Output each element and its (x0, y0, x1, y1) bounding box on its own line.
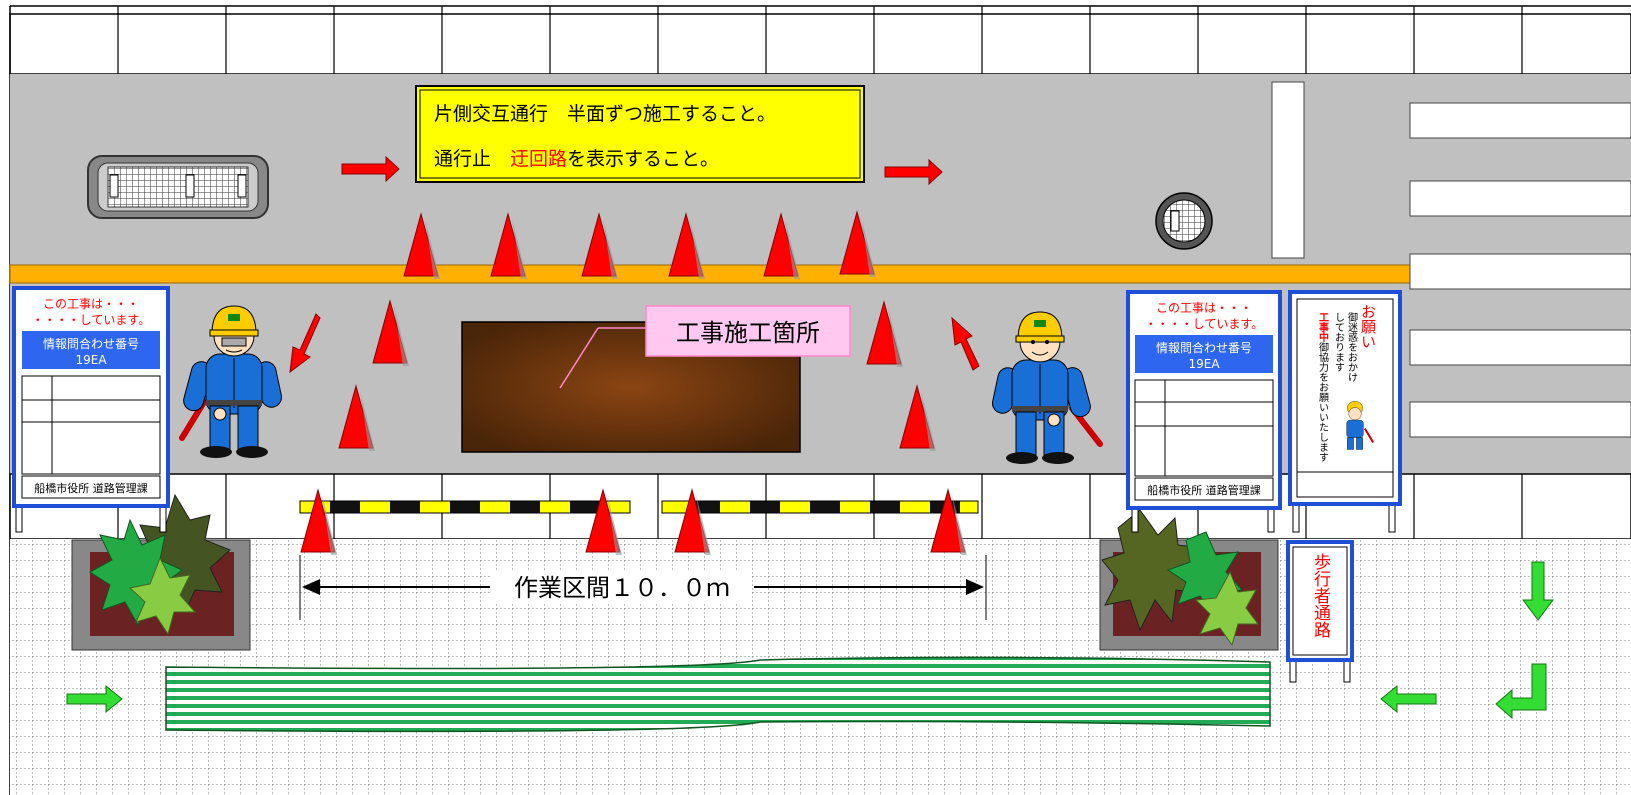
request-line-3: 工事中御協力をお願いいたします (1317, 312, 1329, 462)
red-arrow-down-left-icon (289, 313, 321, 374)
request-line-2: しております (1333, 312, 1345, 372)
red-arrow-up-left-icon (951, 316, 980, 371)
sign-heading-1: この工事は・・・ (43, 297, 139, 311)
flagger-worker-right (992, 311, 1103, 464)
tree-icon (128, 556, 197, 636)
inquiry-label: 情報問合わせ番号 (43, 336, 139, 351)
request-sign: お願い 御迷惑をおかけ しております 工事中御協力をお願いいたします (1288, 290, 1402, 533)
green-arrow-right-icon (66, 684, 123, 714)
sign-footer: 船橋市役所 道路管理課 (34, 481, 148, 495)
planter-right (1099, 509, 1279, 651)
red-arrow-right-icon (884, 158, 943, 186)
work-section-dimension: 作業区間１０．０ｍ (299, 555, 987, 620)
sign-footer: 船橋市役所 道路管理課 (1147, 483, 1261, 497)
excavation-site: 工事施工箇所 (461, 305, 851, 453)
planter-left (71, 493, 251, 651)
green-arrow-left-icon (1380, 684, 1437, 714)
center-line (9, 264, 1411, 284)
drain-grate (87, 155, 269, 219)
info-sign-left: この工事は・・・ ・・・・しています。 情報問合わせ番号 19EA 船橋市役所 … (12, 286, 170, 533)
pedestrian-sign-label: 歩行者通路 (1310, 553, 1331, 638)
inquiry-number: 19EA (75, 353, 107, 367)
work-site-label: 工事施工箇所 (676, 319, 820, 347)
sign-heading-2: ・・・・しています。 (1145, 317, 1263, 331)
green-arrow-down-icon (1522, 561, 1554, 621)
info-sign-right: この工事は・・・ ・・・・しています。 情報問合わせ番号 19EA 船橋市役所 … (1126, 290, 1282, 533)
pedestrian-arrows (66, 561, 1554, 720)
work-section-label: 作業区間１０．０ｍ (514, 574, 730, 602)
barriers (299, 500, 979, 514)
notice-board: 片側交互通行 半面ずつ施工すること。 通行止 迂回路を表示すること。 (415, 85, 865, 183)
tree-icon (1194, 570, 1259, 647)
request-title: お願い (1359, 304, 1377, 349)
worker-mini-icon (1346, 401, 1375, 450)
red-arrow-right-icon (341, 155, 400, 183)
inquiry-number: 19EA (1188, 357, 1220, 371)
pedestrian-sign: 歩行者通路 (1286, 540, 1354, 683)
sign-heading-1: この工事は・・・ (1156, 301, 1252, 315)
notice-line-1: 片側交互通行 半面ずつ施工すること。 (434, 103, 776, 125)
notice-line-2: 通行止 迂回路を表示すること。 (434, 148, 719, 170)
flagger-worker-left (179, 305, 282, 458)
request-line-1: 御迷惑をおかけ (1346, 311, 1358, 382)
road-markings (1271, 81, 1631, 438)
traffic-arrows (289, 155, 980, 374)
inquiry-label: 情報問合わせ番号 (1156, 340, 1252, 355)
sign-heading-2: ・・・・しています。 (32, 313, 150, 327)
green-arrow-turn-left-icon (1495, 663, 1547, 720)
manhole (1155, 192, 1213, 250)
pedestrian-path (165, 656, 1271, 733)
tree-icon (1101, 509, 1203, 632)
